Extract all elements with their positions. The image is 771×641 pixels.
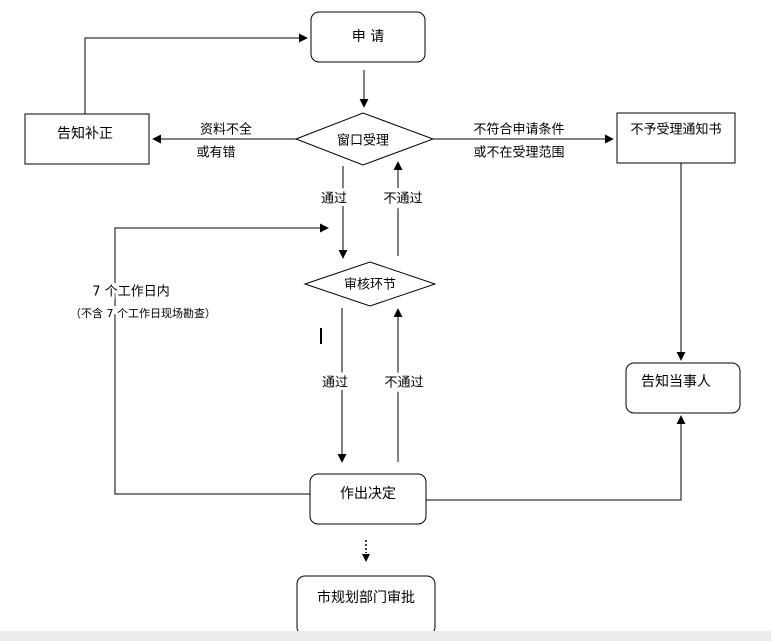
node-inform-party-label: 告知当事人 (641, 373, 711, 390)
dotted-arrow-decision-to-approval (362, 540, 370, 562)
node-city-planning-approval-label: 市规划部门审批 (317, 589, 415, 606)
node-inform-party: 告知当事人 (625, 362, 741, 414)
node-decision: 作出决定 (309, 473, 427, 525)
label-deadline-line1: 7 个工作日内 (92, 284, 169, 300)
node-apply: 申 请 (310, 11, 426, 63)
node-apply-label: 申 请 (352, 29, 384, 45)
node-rejection-notice: 不予受理通知书 (616, 112, 736, 164)
label-not-eligible-line1: 不符合申请条件 (473, 122, 564, 138)
node-correction-notice: 告知补正 (24, 113, 150, 165)
arrow-decision-to-inform-party (426, 415, 686, 501)
line-decision-to-window-deadline (114, 223, 329, 495)
node-city-planning-approval: 市规划部门审批 (296, 575, 436, 636)
node-review-label: 审核环节 (344, 278, 396, 293)
label-fail-lower: 不通过 (384, 376, 423, 391)
label-deadline-line2: （不含 7 个工作日现场勘查） (70, 306, 216, 320)
arrow-correction-to-apply (84, 33, 308, 114)
node-window-acceptance-label: 窗口受理 (337, 133, 389, 149)
node-review: 审核环节 (303, 261, 437, 307)
label-incomplete-line1: 资料不全 (200, 122, 252, 138)
text-cursor-mark (320, 328, 322, 344)
node-rejection-notice-label: 不予受理通知书 (630, 122, 721, 138)
node-correction-notice-label: 告知补正 (57, 125, 113, 142)
label-fail-upper: 不通过 (383, 192, 422, 207)
label-incomplete-line2: 或有错 (196, 146, 235, 161)
bottom-strip (0, 631, 771, 641)
label-pass-lower: 通过 (322, 376, 348, 391)
label-not-eligible-line2: 或不在受理范围 (473, 146, 564, 161)
label-pass-upper: 通过 (321, 192, 347, 207)
node-window-acceptance: 窗口受理 (294, 112, 435, 166)
node-decision-label: 作出决定 (340, 486, 396, 502)
